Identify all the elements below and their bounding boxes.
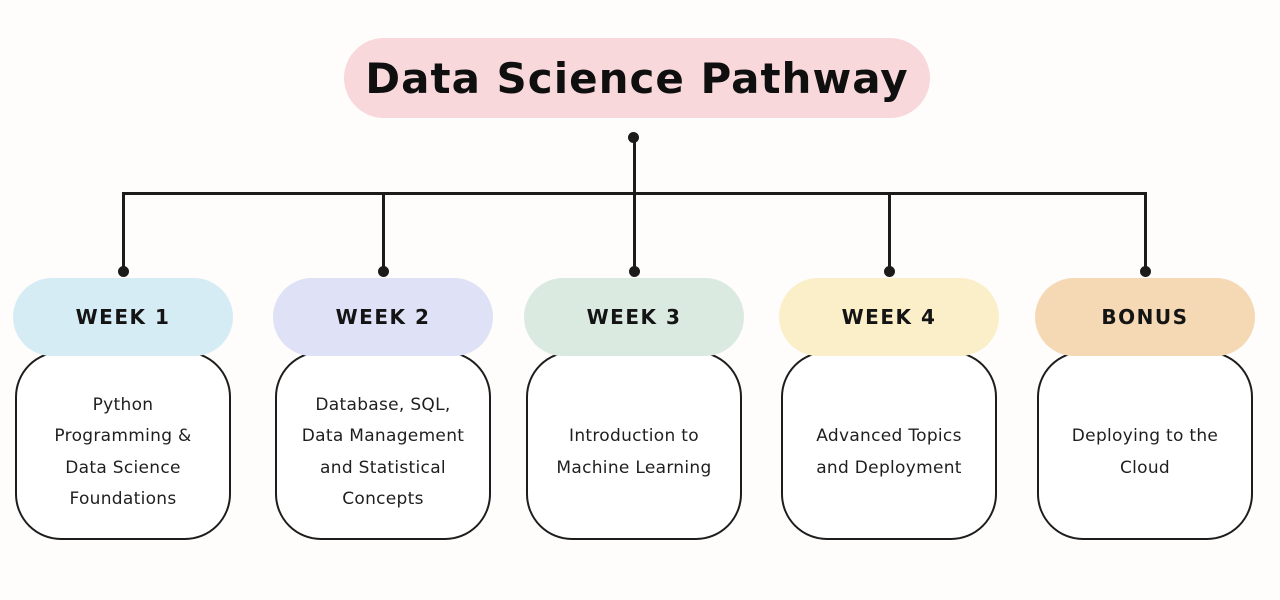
card-header-week1: WEEK 1 — [13, 278, 233, 356]
connector-node-dot-week4 — [883, 266, 895, 277]
connector-trunk-line — [632, 142, 636, 194]
card-header-week4: WEEK 4 — [779, 278, 999, 356]
card-bonus: Deploying to the Cloud BONUS — [1035, 278, 1255, 540]
card-body-bonus: Deploying to the Cloud — [1037, 351, 1253, 540]
card-label-bonus: BONUS — [1101, 305, 1189, 329]
page-title: Data Science Pathway — [365, 53, 909, 103]
card-label-week1: WEEK 1 — [75, 305, 171, 329]
connector-drop-line-week4 — [887, 194, 891, 268]
card-header-week2: WEEK 2 — [273, 278, 493, 356]
connector-node-dot-week2 — [377, 266, 389, 277]
connector-node-dot-week1 — [117, 266, 129, 277]
card-description-week3: Introduction to Machine Learning — [556, 426, 712, 478]
connector-root-dot — [628, 132, 639, 143]
connector-node-dot-bonus — [1139, 266, 1151, 277]
connector-drop-line-week3 — [632, 194, 636, 268]
connector-node-dot-week3 — [628, 266, 640, 277]
connector-horizontal-line — [121, 192, 1147, 195]
card-body-week3: Introduction to Machine Learning — [526, 351, 742, 540]
connector-drop-line-bonus — [1143, 194, 1147, 268]
card-week1: Python Programming & Data Science Founda… — [13, 278, 233, 540]
connector-drop-line-week2 — [381, 194, 385, 268]
card-body-week4: Advanced Topics and Deployment — [781, 351, 997, 540]
card-week4: Advanced Topics and Deployment WEEK 4 — [779, 278, 999, 540]
card-description-week1: Python Programming & Data Science Founda… — [54, 394, 192, 510]
card-header-bonus: BONUS — [1035, 278, 1255, 356]
card-week2: Database, SQL, Data Management and Stati… — [273, 278, 493, 540]
card-label-week4: WEEK 4 — [841, 305, 937, 329]
card-header-week3: WEEK 3 — [524, 278, 744, 356]
card-body-week1: Python Programming & Data Science Founda… — [15, 351, 231, 540]
card-description-week4: Advanced Topics and Deployment — [816, 426, 962, 478]
card-week3: Introduction to Machine Learning WEEK 3 — [524, 278, 744, 540]
title-pill: Data Science Pathway — [344, 38, 930, 118]
card-description-week2: Database, SQL, Data Management and Stati… — [301, 394, 465, 510]
card-label-week2: WEEK 2 — [335, 305, 431, 329]
card-label-week3: WEEK 3 — [586, 305, 682, 329]
card-description-bonus: Deploying to the Cloud — [1071, 426, 1219, 478]
card-body-week2: Database, SQL, Data Management and Stati… — [275, 351, 491, 540]
connector-drop-line-week1 — [121, 194, 125, 268]
